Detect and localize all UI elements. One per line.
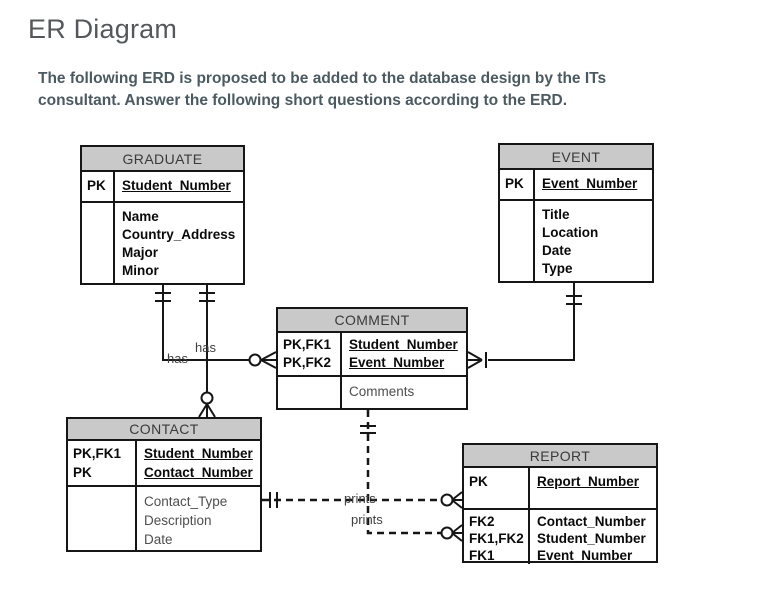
fk-label: FK2 [469,514,495,529]
key-label: PK,FK2 [283,355,332,370]
entity-comment-keys: PK,FK1 PK,FK2 Student_Number Event_Numbe… [278,333,466,375]
connector-comment-report [360,410,463,542]
zero-or-many-marker [440,524,463,542]
entity-graduate: GRADUATE PK Student_Number Name Country_… [80,145,245,285]
entity-event: EVENT PK Event_Number Title Location Dat… [498,143,654,283]
attribute: Event_Number [537,548,633,563]
key-field: Report_Number [537,474,640,489]
entity-contact: CONTACT PK,FK1 PK Student_Number Contact… [66,417,262,552]
entity-report-title: REPORT [464,445,656,468]
attribute: Contact_Type [144,494,228,509]
relationship-label-prints: prints [344,491,376,506]
entity-comment-attributes: Comments [278,375,466,408]
attribute: Contact_Number [537,514,646,529]
attribute: Major [122,245,159,260]
one-and-only-one-marker [199,292,215,302]
key-field: Student_Number [144,446,253,461]
key-label: PK [500,170,535,199]
relationship-label-has: has [195,340,216,355]
attribute: Date [144,532,173,547]
attribute: Date [542,243,572,258]
one-or-many-marker [467,351,487,369]
attribute: Country_Address [122,227,236,242]
relationship-label-has: has [167,351,188,366]
key-label: PK [73,465,92,480]
fk-label: FK1 [469,548,495,563]
attribute: Type [542,261,573,276]
entity-graduate-keys: PK Student_Number [82,172,243,201]
key-field: Student_Number [122,178,231,193]
attribute: Title [542,207,570,222]
entity-comment-title: COMMENT [278,309,466,333]
attribute: Comments [349,384,415,399]
attribute: Student_Number [537,531,646,546]
key-label: PK,FK1 [283,337,332,352]
entity-report-keys: PK Report_Number [464,468,656,508]
entity-comment: COMMENT PK,FK1 PK,FK2 Student_Number Eve… [276,307,468,410]
attribute: Description [144,513,212,528]
connector-event-comment [467,283,582,369]
entity-report: REPORT PK Report_Number FK2 FK1,FK2 FK1 … [462,443,658,564]
key-field: Event_Number [349,355,445,370]
zero-or-many-marker [198,391,216,418]
zero-or-many-marker [248,351,277,369]
attribute: Minor [122,263,159,278]
connector-graduate-comment [155,285,277,369]
key-label: PK [464,468,530,508]
entity-event-attributes: Title Location Date Type [500,199,652,281]
one-and-only-one-marker [155,292,171,302]
entity-report-attributes: FK2 FK1,FK2 FK1 Contact_Number Student_N… [464,508,656,564]
zero-or-many-marker [440,491,463,509]
key-field: Contact_Number [144,465,253,480]
entity-contact-attributes: Contact_Type Description Date [68,485,260,550]
attribute: Location [542,225,599,240]
connector-graduate-contact [198,285,216,418]
fk-label: FK1,FK2 [469,531,524,546]
key-field: Event_Number [542,176,638,191]
one-and-only-one-marker [269,492,278,508]
entity-graduate-title: GRADUATE [82,147,243,172]
one-and-only-one-marker [566,295,582,305]
entity-event-keys: PK Event_Number [500,170,652,199]
intro-text: The following ERD is proposed to be adde… [38,70,607,109]
key-field: Student_Number [349,337,458,352]
page-title: ER Diagram [28,14,178,44]
key-label: PK,FK1 [73,446,122,461]
key-label: PK [82,172,115,201]
connector-contact-report [262,491,463,509]
relationship-label-prints: prints [351,512,383,527]
attribute: Name [122,209,159,224]
entity-event-title: EVENT [500,145,652,170]
entity-graduate-attributes: Name Country_Address Major Minor [82,201,243,283]
entity-contact-keys: PK,FK1 PK Student_Number Contact_Number [68,441,260,485]
entity-contact-title: CONTACT [68,419,260,441]
one-and-only-one-marker [360,425,376,434]
